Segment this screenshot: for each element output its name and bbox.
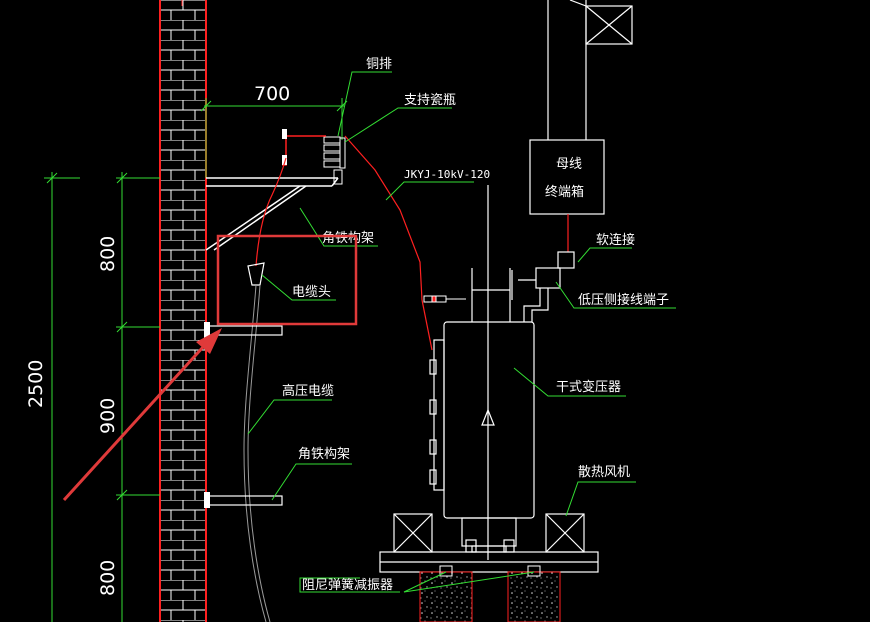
dim-upper: 800: [97, 236, 119, 272]
label-copper-bar: 铜排: [366, 57, 392, 72]
label-soft-connection: 软连接: [596, 232, 635, 248]
soft-connection: [557, 214, 575, 269]
base-frame: [379, 539, 599, 573]
copper-bar: [282, 129, 326, 166]
label-cable-spec: JKYJ-10kV-120: [404, 168, 490, 181]
busbar-box-label-2: 终端箱: [545, 184, 584, 200]
horizontal-dimension: [200, 98, 348, 178]
foundation-right: [507, 565, 561, 622]
label-support-insulator: 支持瓷瓶: [404, 93, 456, 108]
dim-lower: 800: [97, 560, 119, 596]
dim-horizontal: 700: [254, 83, 290, 105]
busbar-box-label-1: 母线: [556, 157, 582, 172]
label-cable-head: 电缆头: [292, 284, 331, 300]
foundation-left: [419, 565, 473, 622]
label-cooling-fan: 散热风机: [578, 465, 630, 480]
leader-lines: [247, 71, 676, 593]
dim-middle: 900: [97, 398, 119, 434]
vertical-dimensions: [44, 172, 160, 622]
lv-terminal: [511, 267, 561, 322]
support-insulator: [323, 136, 346, 169]
label-hv-cable: 高压电缆: [282, 383, 334, 399]
hv-cable-red: [255, 157, 287, 267]
red-highlight-rectangle: [216, 234, 358, 326]
hv-terminal: [423, 295, 466, 303]
middle-bracket: [204, 322, 283, 338]
label-damper: 阻尼弹簧减振器: [302, 577, 393, 593]
busbar-duct: [547, 0, 633, 140]
cooling-fan-left: [393, 513, 433, 553]
red-annotation-arrow: [62, 328, 222, 502]
cable-head: [247, 262, 265, 286]
label-dry-transformer: 干式变压器: [556, 379, 621, 395]
cooling-fan-right: [545, 513, 585, 553]
brick-wall: [159, 0, 207, 622]
lower-bracket: [204, 492, 283, 508]
label-lv-terminal: 低压侧接线端子: [578, 292, 669, 308]
label-angle-bracket-upper: 角铁构架: [322, 231, 374, 246]
dry-transformer: [429, 185, 535, 560]
dim-total-height: 2500: [25, 360, 47, 408]
overhead-cable: [344, 135, 433, 351]
upper-bracket: [205, 169, 343, 251]
busbar-terminal-box: [529, 139, 605, 215]
hv-cable-gray: [243, 284, 271, 622]
label-angle-bracket-lower: 角铁构架: [298, 447, 350, 462]
